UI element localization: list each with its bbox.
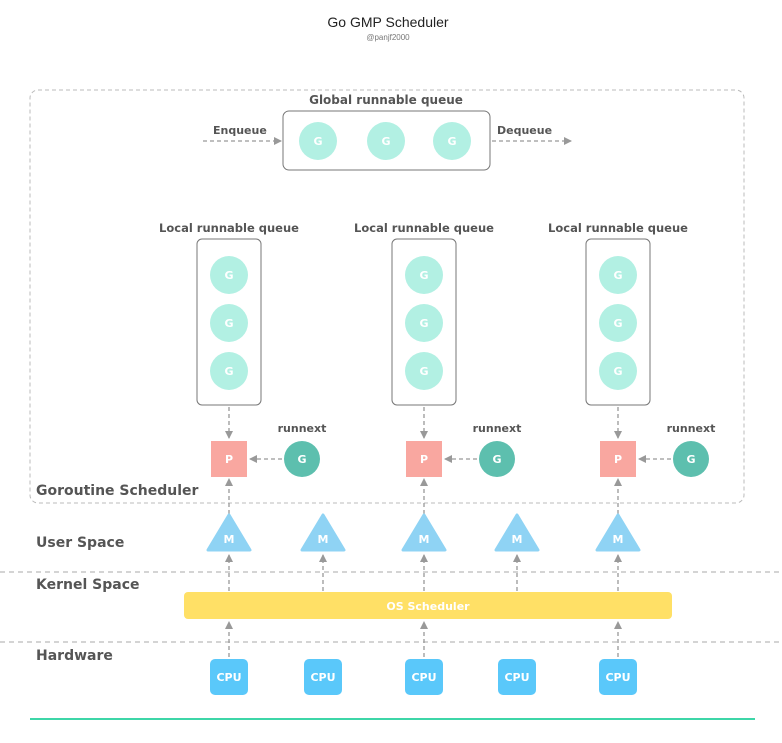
- runnext-goroutine-label: G: [492, 453, 501, 466]
- local-goroutine-circle: [210, 352, 248, 390]
- cpu-label: CPU: [216, 671, 241, 684]
- thread-label: M: [318, 533, 329, 546]
- global-goroutine-circle: [299, 122, 337, 160]
- local-goroutine-label: G: [419, 317, 428, 330]
- cpu-unit: CPU: [304, 659, 342, 695]
- local-goroutine-circle: [599, 304, 637, 342]
- thread-m: M: [206, 513, 252, 591]
- global-goroutine-circle: [367, 122, 405, 160]
- global-queue-label: Global runnable queue: [309, 93, 463, 107]
- processor-label: P: [614, 453, 622, 466]
- local-goroutine-circle: [210, 304, 248, 342]
- local-goroutine-circle: [405, 352, 443, 390]
- os-scheduler-bar: [184, 592, 672, 619]
- local-goroutine-circle: [405, 304, 443, 342]
- cpu-unit: CPU: [498, 659, 536, 695]
- thread-triangle: [300, 513, 346, 552]
- cpu-box: [599, 659, 637, 695]
- global-goroutine-label: G: [313, 135, 322, 148]
- thread-triangle: [206, 513, 252, 552]
- thread-m: M: [300, 513, 346, 591]
- cpu-unit: CPU: [599, 621, 637, 695]
- hardware-label: Hardware: [36, 648, 113, 664]
- local-queue-label: Local runnable queue: [354, 221, 494, 235]
- cpu-box: [498, 659, 536, 695]
- runnext-label: runnext: [278, 422, 327, 435]
- local-goroutine-label: G: [613, 365, 622, 378]
- cpu-label: CPU: [310, 671, 335, 684]
- thread-label: M: [613, 533, 624, 546]
- thread-m: M: [401, 513, 447, 591]
- thread-label: M: [419, 533, 430, 546]
- runnext-goroutine-circle: [673, 441, 709, 477]
- cpu-box: [405, 659, 443, 695]
- local-goroutine-circle: [599, 352, 637, 390]
- diagram-title: Go GMP Scheduler: [327, 14, 448, 30]
- local-goroutine-label: G: [224, 317, 233, 330]
- thread-label: M: [224, 533, 235, 546]
- processor-box: [211, 441, 247, 477]
- cpu-box: [210, 659, 248, 695]
- runnext-label: runnext: [667, 422, 716, 435]
- processor-label: P: [420, 453, 428, 466]
- local-goroutine-label: G: [224, 269, 233, 282]
- global-goroutine-circle: [433, 122, 471, 160]
- runnext-label: runnext: [473, 422, 522, 435]
- processor-box: [406, 441, 442, 477]
- cpu-unit: CPU: [210, 621, 248, 695]
- dequeue-label: Dequeue: [497, 124, 552, 137]
- local-goroutine-label: G: [224, 365, 233, 378]
- processor-box: [600, 441, 636, 477]
- cpu-label: CPU: [504, 671, 529, 684]
- enqueue-label: Enqueue: [213, 124, 267, 137]
- cpu-box: [304, 659, 342, 695]
- local-goroutine-circle: [599, 256, 637, 294]
- local-goroutine-circle: [405, 256, 443, 294]
- diagram-subtitle: @panjf2000: [366, 33, 410, 42]
- global-goroutine-label: G: [447, 135, 456, 148]
- thread-m: M: [494, 513, 540, 591]
- local-goroutine-label: G: [419, 269, 428, 282]
- thread-m: M: [595, 513, 641, 591]
- cpu-label: CPU: [411, 671, 436, 684]
- cpus-group: CPU CPU CPU CPU CPU: [210, 621, 637, 695]
- local-queue-label: Local runnable queue: [159, 221, 299, 235]
- thread-label: M: [512, 533, 523, 546]
- thread-triangle: [595, 513, 641, 552]
- goroutine-scheduler-label: Goroutine Scheduler: [36, 483, 199, 499]
- kernel-space-label: Kernel Space: [36, 577, 139, 593]
- runnext-goroutine-label: G: [297, 453, 306, 466]
- runnext-goroutine-circle: [284, 441, 320, 477]
- thread-triangle: [401, 513, 447, 552]
- cpu-unit: CPU: [405, 621, 443, 695]
- thread-triangle: [494, 513, 540, 552]
- global-goroutine-label: G: [381, 135, 390, 148]
- local-queue-label: Local runnable queue: [548, 221, 688, 235]
- os-scheduler-label: OS Scheduler: [386, 600, 470, 613]
- runnext-goroutine-circle: [479, 441, 515, 477]
- local-goroutine-label: G: [613, 269, 622, 282]
- processor-label: P: [225, 453, 233, 466]
- cpu-label: CPU: [605, 671, 630, 684]
- runnext-goroutine-label: G: [686, 453, 695, 466]
- local-goroutine-label: G: [419, 365, 428, 378]
- local-goroutine-circle: [210, 256, 248, 294]
- local-goroutine-label: G: [613, 317, 622, 330]
- user-space-label: User Space: [36, 535, 124, 551]
